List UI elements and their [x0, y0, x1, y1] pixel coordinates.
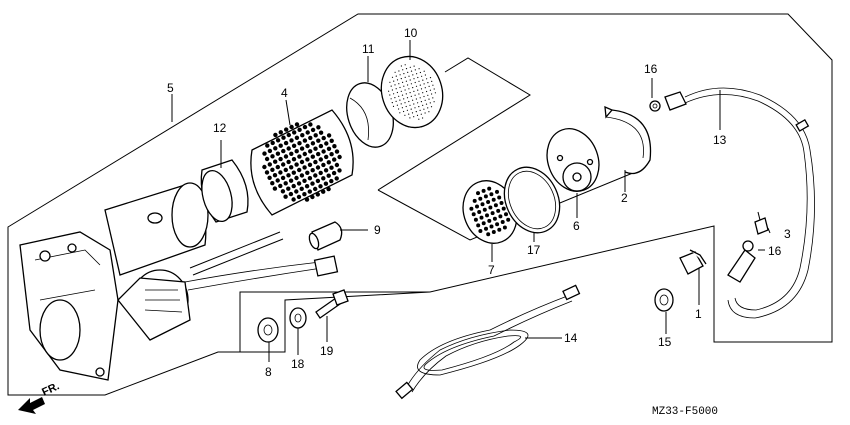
filter-disc-10 [380, 55, 444, 129]
mesh-strainer-4 [250, 109, 354, 216]
callout-7: 7 [488, 263, 495, 277]
callout-16-upper: 16 [644, 62, 658, 76]
front-arrow-icon [18, 397, 45, 414]
callout-1: 1 [695, 307, 702, 321]
bolt-19 [315, 289, 349, 319]
cable-14 [395, 284, 581, 400]
front-direction-indicator: FR. [18, 380, 61, 414]
callout-10: 10 [404, 26, 418, 40]
callout-9: 9 [374, 223, 381, 237]
connector-9 [308, 221, 343, 251]
grommet-15 [654, 288, 674, 312]
callout-14: 14 [564, 331, 578, 345]
collar-18 [289, 307, 307, 329]
pump-body [19, 182, 209, 381]
filter-subgroup-outline [377, 57, 641, 241]
diagram-code: MZ33-F5000 [652, 406, 718, 418]
callout-17: 17 [527, 243, 541, 257]
callout-8: 8 [265, 365, 272, 379]
callout-19: 19 [320, 344, 334, 358]
callout-5: 5 [167, 81, 174, 95]
screw-3 [754, 211, 769, 235]
callout-12: 12 [213, 121, 227, 135]
callout-3: 3 [784, 227, 791, 241]
clamp-1 [679, 249, 707, 275]
lower-parts-outline [240, 291, 431, 353]
snap-ring-2 [604, 105, 652, 175]
callout-16-lower: 16 [768, 244, 782, 258]
callout-4: 4 [281, 86, 288, 100]
fuel-line-13 [649, 87, 815, 319]
leader-lines [171, 40, 771, 362]
filter-cap-12 [200, 159, 249, 223]
callout-15: 15 [658, 335, 672, 349]
callout-labels: 1 2 3 4 5 6 7 8 9 10 11 12 13 14 15 16 1… [167, 26, 791, 379]
strainer-plate-7 [462, 180, 518, 244]
o-ring-17 [503, 166, 561, 234]
pump-cover-6 [546, 128, 600, 192]
front-label: FR. [40, 380, 61, 398]
assembly-outline [7, 13, 833, 396]
callout-11: 11 [362, 42, 375, 56]
callout-2: 2 [621, 191, 628, 205]
callout-6: 6 [573, 219, 580, 233]
grommet-8 [257, 317, 279, 343]
callout-18: 18 [291, 357, 305, 371]
pump-wire-harness [184, 231, 339, 291]
callout-13: 13 [713, 133, 727, 147]
